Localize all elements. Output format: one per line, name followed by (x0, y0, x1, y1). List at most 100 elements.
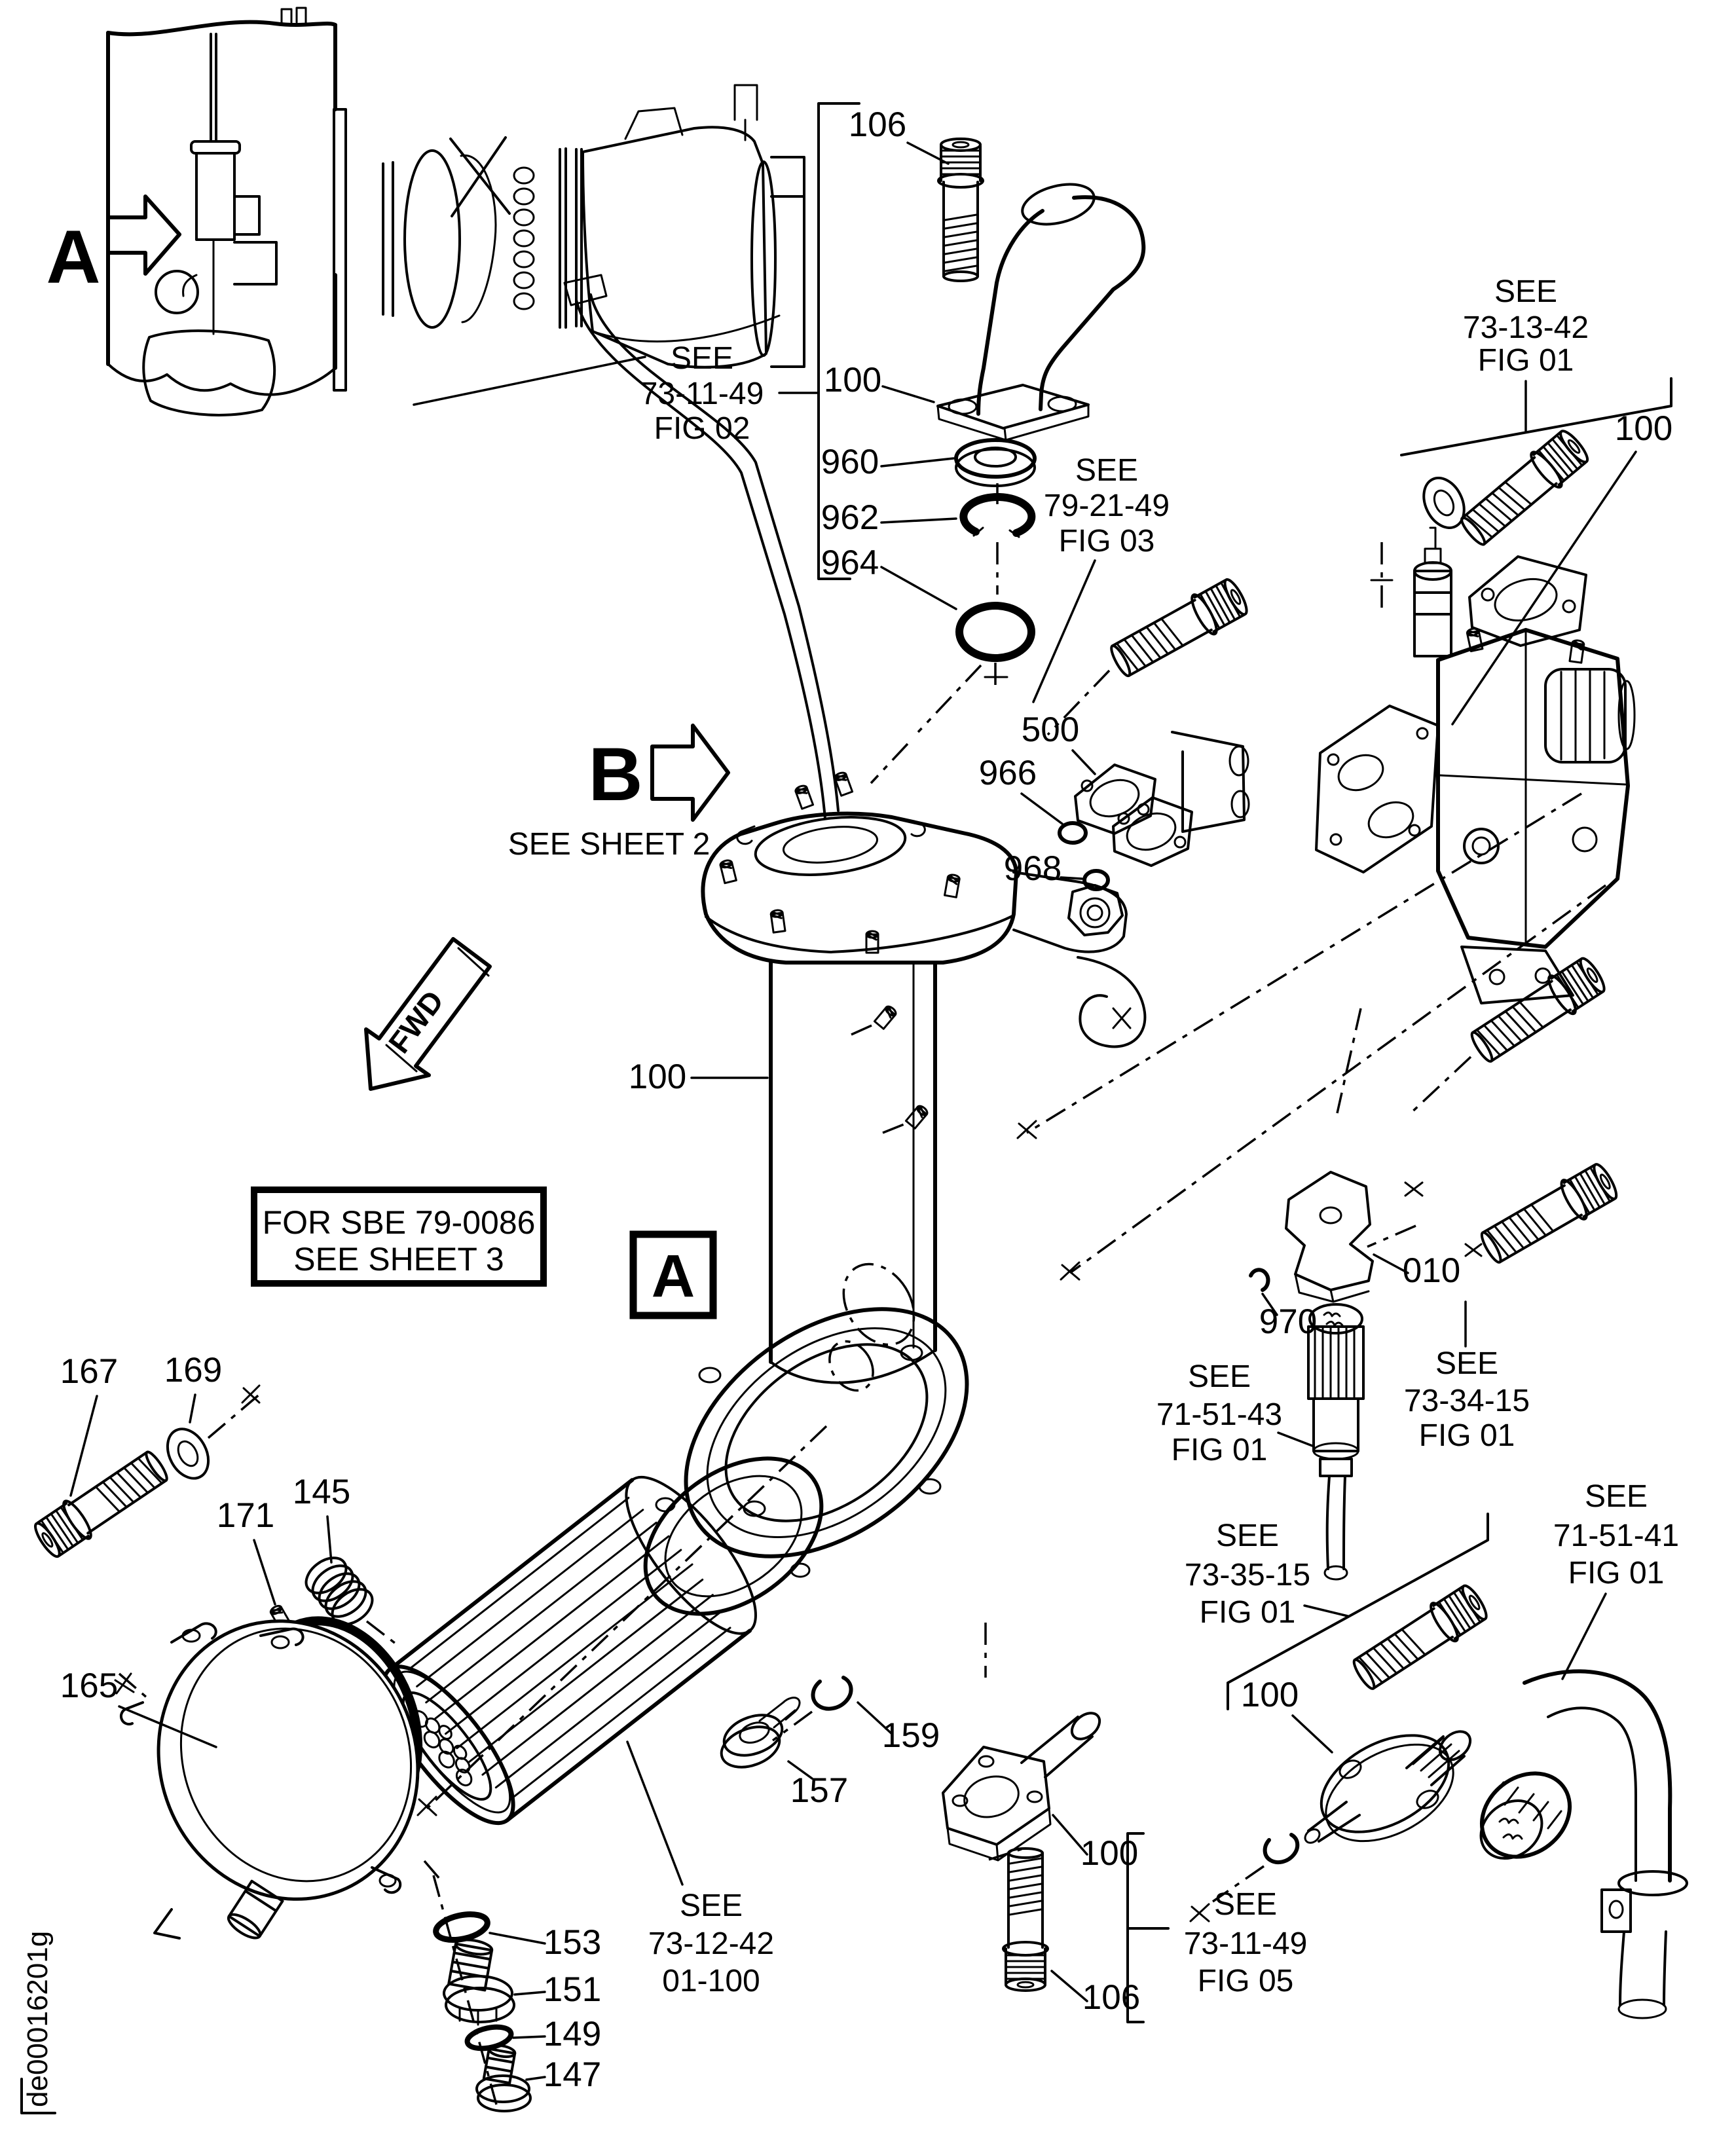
leaders-167-169 (69, 1393, 196, 1497)
callout-157: 157 (790, 1771, 848, 1810)
ref-fig02-line3: FIG 02 (654, 411, 750, 446)
snap-ring-962-drawing (959, 493, 1036, 538)
ref-73-11-49-fig05: SEE 73-11-49 FIG 05 (1126, 1832, 1307, 2023)
drain-plug-group (432, 1875, 532, 2112)
callout-962: 962 (821, 498, 879, 537)
cover-165-drawing (119, 1619, 420, 1940)
ref-fig03-line2: 79-21-49 (1044, 488, 1170, 523)
plug-151-drawing (443, 1938, 515, 2026)
ring-159-axis (771, 1710, 813, 1742)
ref-731342-line2: 73-13-42 (1463, 310, 1589, 345)
sender-axis-tick (1189, 1903, 1210, 1922)
leader-966 (1020, 792, 1063, 825)
o-ring-964-drawing (955, 602, 1035, 662)
bolt-drawing-sender (1346, 1579, 1493, 1697)
view-b-arrow-icon (650, 724, 730, 822)
callout-964: 964 (821, 543, 879, 582)
callout-145: 145 (293, 1473, 350, 1511)
ref-715143-line3: FIG 01 (1172, 1433, 1268, 1467)
ref-fig05-line3: FIG 05 (1198, 1964, 1294, 1998)
ref-733415-line1: SEE (1435, 1346, 1498, 1381)
flange-fitting-drawing (942, 1623, 1101, 1862)
see-sheet-2-note: SEE SHEET 2 (508, 827, 711, 862)
leader-100-flange (1052, 1814, 1088, 1856)
washer-169-drawing (159, 1422, 216, 1486)
ref-fig03-line3: FIG 03 (1059, 524, 1155, 559)
callout-147: 147 (544, 2055, 601, 2094)
o-ring-968-drawing (1082, 869, 1110, 891)
ref-73-34-15-fig01: SEE 73-34-15 FIG 01 (1404, 1300, 1530, 1453)
assembly-axis-dash (994, 483, 999, 689)
leader-964 (880, 566, 957, 610)
fwd-arrow: FWD (364, 937, 492, 1091)
bolt-drawing-pump (1454, 424, 1595, 553)
connector-71-51-43-drawing (1307, 1303, 1365, 1581)
document-id: de00016201g (22, 1931, 54, 2107)
ref-71-51-43-fig01: SEE 71-51-43 FIG 01 (1156, 1359, 1314, 1467)
ref-73-35-15-fig01: SEE 73-35-15 FIG 01 (1185, 1513, 1489, 1710)
callout-106-bottom: 106 (1082, 1978, 1140, 2017)
callout-100-elbow: 100 (824, 361, 881, 399)
leader-165 (118, 1705, 217, 1748)
axis-167-dash (207, 1392, 262, 1439)
leader-145 (326, 1515, 333, 1564)
callout-169: 169 (164, 1351, 222, 1389)
inlet-group-bracket (817, 102, 860, 580)
filter-element-drawing (382, 1475, 757, 1826)
callout-100-pump: 100 (1615, 409, 1672, 448)
ref-731342-line3: FIG 01 (1478, 343, 1574, 378)
ref-715141-line2: 71-51-41 (1553, 1518, 1679, 1553)
view-a-box-label: A (652, 1243, 695, 1310)
ref-731342-line1: SEE (1494, 274, 1557, 309)
ref-733515-line3: FIG 01 (1200, 1595, 1296, 1630)
ref-731242-line2: 73-12-42 (648, 1926, 774, 1961)
bolt-167-drawing (28, 1444, 174, 1563)
view-a-arrow-icon (106, 194, 181, 276)
callout-966: 966 (979, 754, 1037, 792)
ref-733515-line1: SEE (1216, 1518, 1279, 1553)
ref-fig05-line1: SEE (1214, 1887, 1277, 1922)
leader-157 (787, 1760, 813, 1780)
gasket-500-drawing (1074, 731, 1250, 867)
plug-147-drawing (475, 2044, 532, 2112)
callout-149: 149 (544, 2015, 601, 2053)
bolt-mid-axis-dash (1407, 1056, 1472, 1117)
callout-165: 165 (60, 1666, 118, 1705)
axis-167-tick (241, 1384, 261, 1404)
leader-171 (253, 1539, 276, 1606)
bolt-axis-dash (1046, 669, 1111, 736)
ref-731242-line1: SEE (680, 1888, 743, 1923)
axis-to-housing-dash (870, 664, 982, 784)
leader-159 (857, 1701, 893, 1735)
leader-100-pump (1451, 451, 1637, 726)
callout-100-sender: 100 (1241, 1676, 1299, 1714)
callout-106-top: 106 (849, 105, 906, 144)
bolt-106-bottom-drawing (1002, 1847, 1049, 1992)
ref-73-11-49-fig02: SEE 73-11-49 FIG 02 (413, 341, 820, 446)
ref-71-51-41-fig01: SEE 71-51-41 FIG 01 (1553, 1479, 1679, 1680)
filter-axis-dash (426, 1425, 828, 1810)
cover-axis-tick (114, 1672, 135, 1695)
injection-pump-drawing (1315, 526, 1636, 1004)
ref-73-13-42-fig01: SEE 73-13-42 FIG 01 (1400, 274, 1672, 456)
elbow-pipe-100-drawing (936, 183, 1146, 441)
ref-fig03-line1: SEE (1075, 453, 1138, 488)
ref-79-21-49-fig03: SEE 79-21-49 FIG 03 (1032, 453, 1170, 703)
sheet3-note-line1: FOR SBE 79-0086 (263, 1204, 536, 1241)
callout-960: 960 (821, 443, 879, 481)
engine-side-view-inset (106, 7, 805, 416)
callout-151: 151 (544, 1970, 601, 2009)
callout-100-flange: 100 (1080, 1834, 1138, 1873)
leader-100-sender (1291, 1714, 1333, 1754)
leaders-drain-plugs (489, 1932, 546, 2081)
callout-167: 167 (60, 1352, 118, 1391)
bolt-lower-axis-dash (1367, 1224, 1416, 1248)
ring-159-drawing (811, 1676, 853, 1711)
bracket-010-drawing (1285, 1171, 1374, 1303)
sender-axis-dash (1212, 1865, 1265, 1903)
filter-housing-drawing (643, 811, 1147, 1616)
bolt-106-drawing (937, 138, 984, 282)
callout-100-housing: 100 (629, 1058, 686, 1096)
construction-dash-lines (1026, 792, 1607, 1274)
